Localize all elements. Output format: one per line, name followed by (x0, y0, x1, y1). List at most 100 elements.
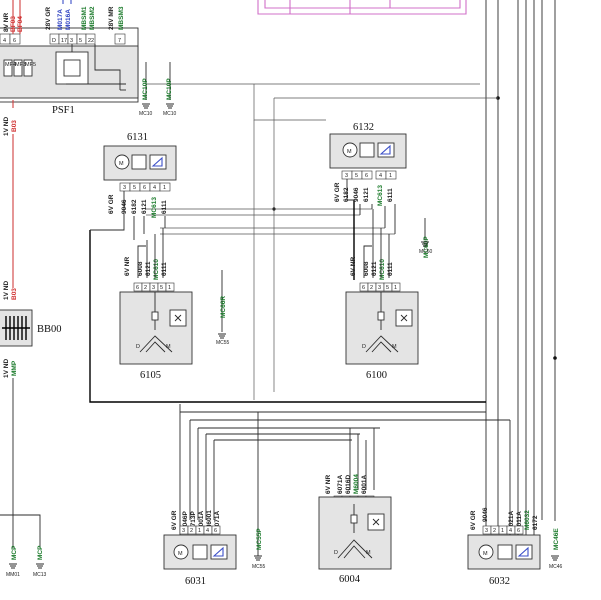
wire-label: 6121 (371, 261, 378, 276)
motor-icon (342, 142, 358, 158)
mc10-grounds: MC10P MC10P MC10 MC10 (139, 62, 177, 117)
motor-icon (114, 154, 130, 170)
pin: 3 (485, 528, 488, 534)
svg-text:M: M (178, 551, 183, 557)
conn-label: 6V GR (108, 194, 115, 214)
motor-d-letter: D (136, 344, 140, 350)
wire-mc10p-b: MC10P (166, 78, 173, 100)
pin: 5 (133, 185, 136, 191)
pin: 4 (509, 528, 512, 534)
harness-wires (89, 83, 511, 568)
pin: 1 (198, 528, 201, 534)
motor-d-letter: D (362, 344, 366, 350)
component-6031: 6V GR 9046P 6713P 6001A M6001 6071A 3 2 … (163, 510, 266, 587)
ground-mc10-b: MC10 (163, 111, 177, 117)
svg-text:17: 17 (61, 38, 67, 44)
wire-m016a: M016A (65, 9, 72, 30)
pin: 6 (517, 528, 520, 534)
ground-wire: MC60P (423, 236, 430, 258)
conn-28v-gr-label: 28V GR (45, 7, 52, 30)
conn-label: 6V GR (334, 182, 341, 202)
conn-8v-label: 8V NR (3, 13, 10, 32)
wire-label: 6008 (137, 261, 144, 276)
psf1-pin-mf4: MF4 (5, 62, 16, 68)
motor-icon (478, 544, 494, 560)
wire-label: M6001 (206, 510, 213, 530)
component-6105-name: 6105 (140, 370, 161, 381)
component-6004-name: 6004 (339, 574, 361, 585)
ground-mc13: MC13 (33, 572, 47, 578)
connector-28v-gr: D 17 3 5 22 28V GR M017A M016A MBSM1 MBS… (45, 0, 96, 45)
pin: 1 (168, 285, 171, 291)
wire-mbsm3: MBSM3 (118, 6, 125, 30)
wire-b03-mid: B03 (11, 288, 18, 300)
conn-label: 6V GR (171, 510, 178, 530)
wire-label: 9046 (353, 187, 360, 202)
wire-label: 6111 (161, 262, 168, 276)
pin: 2 (370, 285, 373, 291)
svg-text:M: M (119, 161, 124, 167)
wire-label: MC610 (379, 259, 386, 280)
conn-label: 6V GR (470, 510, 477, 530)
svg-text:D: D (52, 38, 56, 44)
wire-label: 6001A (198, 511, 205, 530)
pin: 6 (214, 528, 217, 534)
component-6032-name: 6032 (489, 576, 510, 587)
ground-label: MC60 (419, 249, 433, 255)
wire-label: MC610 (153, 259, 160, 280)
conn-label: 6V NR (350, 257, 357, 276)
psf1-pin-mf3: MF3 (15, 62, 26, 68)
component-6004: 6V NR 6071A 6016D M6004 6001A 6 2 3 5 1 … (318, 474, 392, 585)
connector-28v-mr: 7 28V MR MBSM3 (108, 6, 126, 45)
wire-mmp: MMP (11, 360, 18, 376)
wire-mc10p-a: MC10P (142, 78, 149, 100)
wire-mcp-b: MCP (37, 545, 44, 560)
wire-label: 6121 (141, 199, 148, 214)
svg-text:22: 22 (88, 38, 94, 44)
wire-label: 6111 (387, 262, 394, 276)
pin: 4 (153, 185, 156, 191)
wire-label: 6001A (361, 475, 368, 494)
pin: 5 (386, 285, 389, 291)
conn-1v-nd-top: 1V ND (3, 117, 10, 136)
wire-label: 6182 (131, 199, 138, 214)
pin: 3 (152, 285, 155, 291)
conn-28v-mr-label: 28V MR (108, 6, 115, 30)
pin: 4 (379, 173, 382, 179)
pin: 5 (160, 285, 163, 291)
wire-label: 6021A (508, 511, 515, 530)
svg-text:M: M (347, 149, 352, 155)
wire-mbsm1: MBSM1 (81, 6, 88, 30)
wire-label: 9046 (121, 199, 128, 214)
pin: 6 (136, 285, 139, 291)
pin: 6 (143, 185, 146, 191)
pin: 3 (123, 185, 126, 191)
conn-1v-nd-mid: 1V ND (3, 281, 10, 300)
svg-text:5: 5 (79, 38, 82, 44)
ground-wire: MC55P (256, 528, 263, 550)
wire-mcp-a: MCP (11, 545, 18, 560)
ground-label: MC55 (216, 340, 230, 346)
wire-label: 6008 (363, 261, 370, 276)
motor-d-letter: D (334, 550, 338, 556)
motor-m-letter: M (366, 550, 371, 556)
conn-1v-nd-bottom: 1V ND (3, 359, 10, 378)
wire-b03-top: B03 (11, 120, 18, 132)
svg-text:M: M (483, 551, 488, 557)
component-6100: 6V NR 6008 6121 MC610 6111 6 2 3 5 1 D M… (345, 209, 433, 381)
connector-8v: 4 6 8V NR BF03 BF04 (0, 0, 24, 45)
wire-label: 6111 (161, 200, 168, 214)
component-6131: 6131 M 3 5 6 4 1 6V GR 9046 6182 6121 MC… (90, 132, 177, 240)
wire-label: 6121 (145, 261, 152, 276)
pin: 6 (362, 285, 365, 291)
harness-top-right (257, 0, 467, 15)
component-6131-name: 6131 (127, 132, 148, 143)
pin: 1 (389, 173, 392, 179)
wire-label: MC613 (377, 185, 384, 206)
svg-text:7: 7 (118, 38, 121, 44)
svg-text:6: 6 (13, 38, 16, 44)
wire-label: 6071A (337, 475, 344, 494)
motor-m-letter: M (392, 344, 397, 350)
wire-label: M6032 (524, 510, 531, 530)
